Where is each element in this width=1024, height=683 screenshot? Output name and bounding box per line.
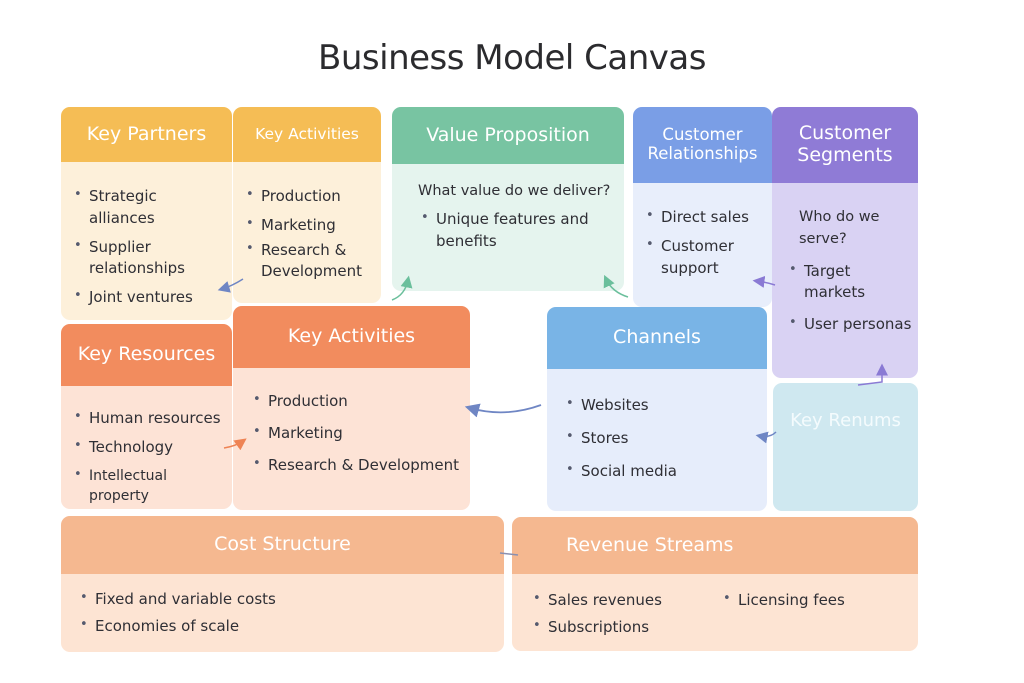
key-activities-main-block: Key Activities Production Marketing Rese… [233,306,470,510]
list-item: Unique features and benefits [418,209,598,253]
value-proposition-question: What value do we deliver? [418,183,611,199]
list-item: Technology [71,437,230,459]
key-activities-top-list: Production Marketing Research & Developm… [243,186,377,283]
key-partners-block: Key Partners Strategic alliances Supplie… [61,107,232,320]
arrow-channels-to-activities [464,403,542,418]
customer-relationships-list: Direct sales Customer support [643,207,768,279]
key-renums-block: Key Renums [773,383,918,511]
cost-structure-list: Fixed and variable costs Economies of sc… [77,589,500,638]
list-item: Economies of scale [77,616,500,638]
key-activities-main-list: Production Marketing Research & Developm… [250,391,466,476]
key-resources-header: Key Resources [61,324,232,386]
customer-relationships-header: Customer Relationships [633,107,772,183]
key-activities-top-header: Key Activities [233,107,381,162]
cost-structure-header: Cost Structure [61,516,504,574]
key-partners-header: Key Partners [61,107,232,162]
list-item: Strategic alliances [71,186,226,230]
list-item: Joint ventures [71,287,226,309]
key-activities-main-header: Key Activities [233,306,470,368]
customer-segments-header: Customer Segments [772,107,918,183]
list-item: Human resources [71,408,230,430]
customer-segments-block: Customer Segments Who do we serve? Targe… [772,107,918,378]
revenue-streams-list-col2: Licensing fees [720,590,845,639]
list-item: Direct sales [643,207,768,229]
revenue-streams-header: Revenue Streams [512,517,918,574]
channels-header: Channels [547,307,767,369]
channels-list: Websites Stores Social media [563,395,763,482]
list-item: Sales revenues [530,590,720,612]
list-item: Production [243,186,377,208]
list-item: Marketing [250,423,466,445]
customer-relationships-block: Customer Relationships Direct sales Cust… [633,107,772,307]
key-resources-list: Human resources Technology Intellectual … [71,408,230,506]
list-item: Licensing fees [720,590,845,612]
revenue-streams-block: Revenue Streams Sales revenues Subscript… [512,517,918,651]
list-item: Fixed and variable costs [77,589,500,611]
list-item: Target markets [786,261,912,305]
list-item: User personas [786,314,912,336]
channels-block: Channels Websites Stores Social media [547,307,767,511]
canvas-title: Business Model Canvas [318,38,706,78]
customer-segments-list: Target markets User personas [786,261,912,336]
list-item: Customer support [643,236,743,280]
list-item: Supplier relationships [71,237,201,281]
list-item: Marketing [243,215,377,237]
list-item: Production [250,391,466,413]
value-proposition-list: Unique features and benefits [418,209,616,253]
key-activities-top-block: Key Activities Production Marketing Rese… [233,107,381,303]
value-proposition-block: Value Proposition What value do we deliv… [392,107,624,291]
list-item: Intellectual property [71,466,230,507]
key-partners-list: Strategic alliances Supplier relationshi… [71,186,226,309]
customer-segments-question: Who do we serve? [799,209,880,247]
list-item: Subscriptions [530,617,720,639]
list-item: Social media [563,461,763,483]
revenue-streams-list-col1: Sales revenues Subscriptions [530,590,720,639]
list-item: Stores [563,428,763,450]
value-proposition-header: Value Proposition [392,107,624,164]
list-item: Research & Development [250,455,466,477]
cost-structure-block: Cost Structure Fixed and variable costs … [61,516,504,652]
key-resources-block: Key Resources Human resources Technology… [61,324,232,509]
list-item: Websites [563,395,763,417]
list-item: Research & Development [243,240,363,284]
key-renums-header: Key Renums [790,409,901,431]
